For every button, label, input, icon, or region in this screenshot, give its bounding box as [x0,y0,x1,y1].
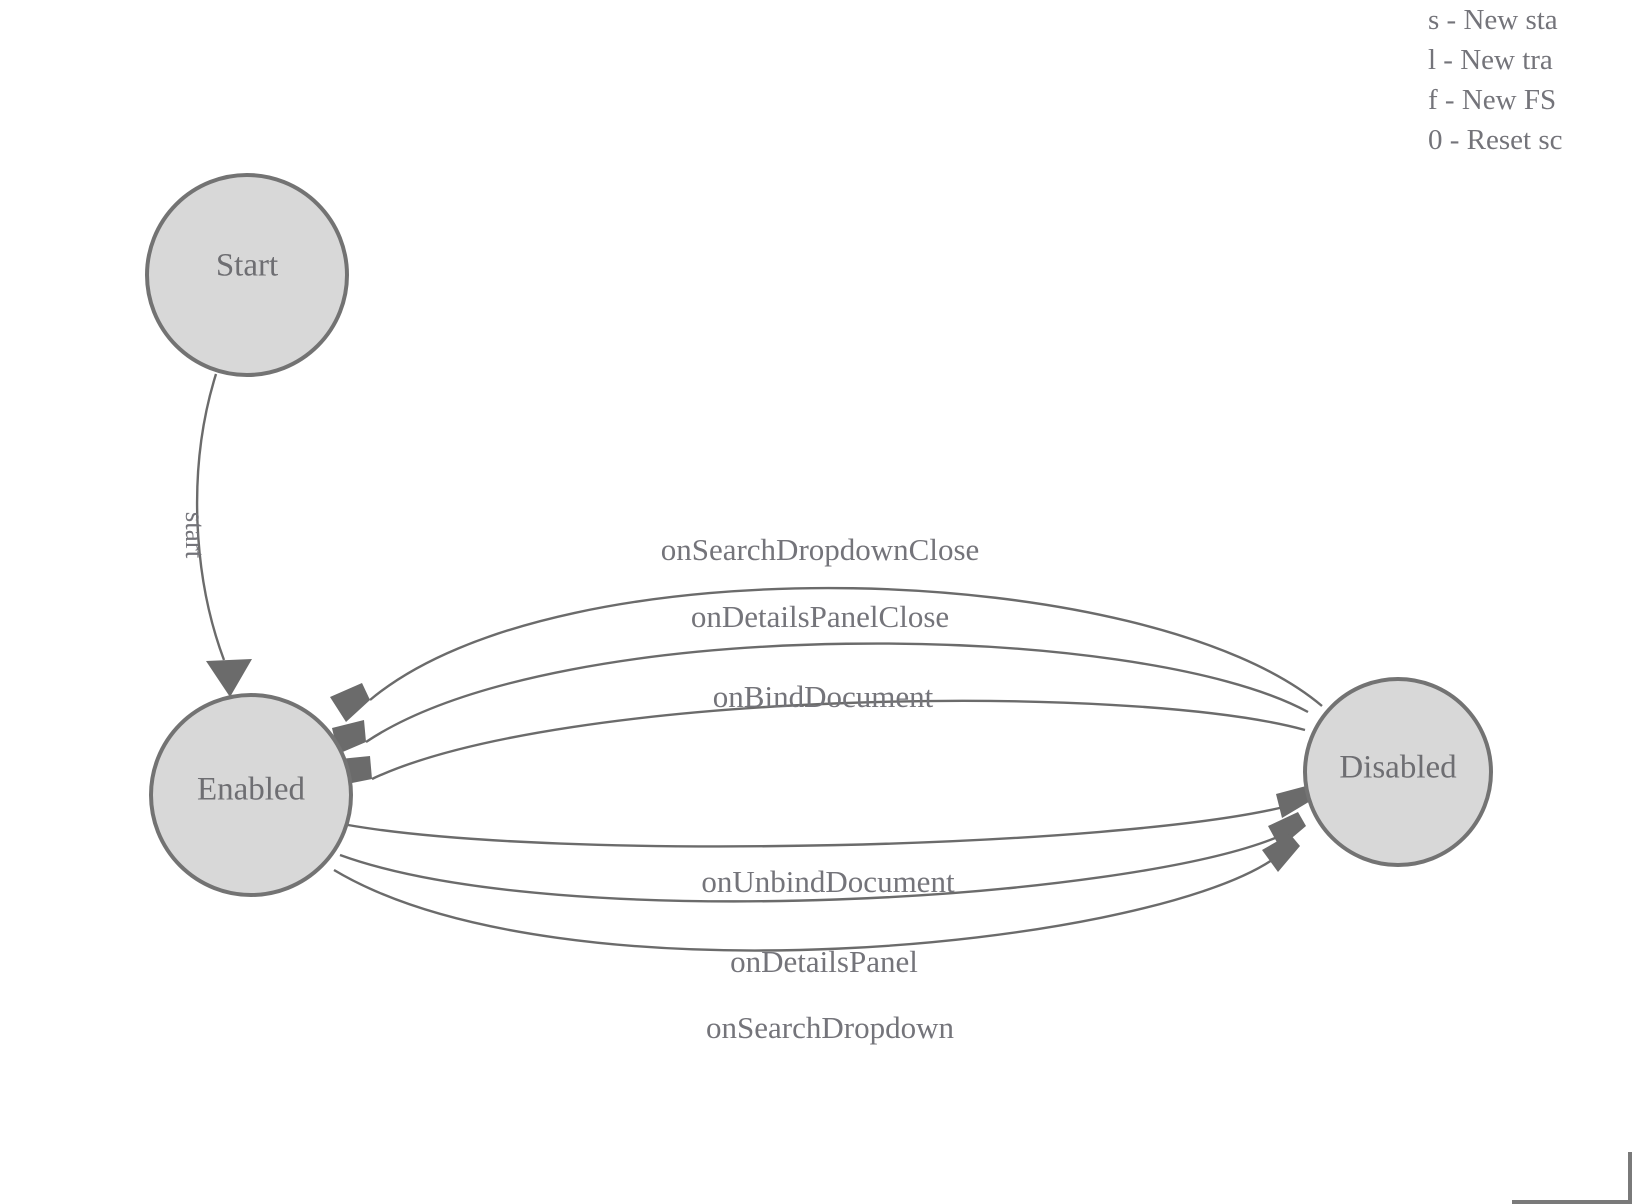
edge-path [333,859,1273,952]
transition-onSearchDropdownClose[interactable] [330,586,1323,722]
edge-label-onBindDocument: onBindDocument [713,679,934,714]
edge-label-start: start [180,512,210,559]
node-disabled[interactable]: Disabled [1303,677,1493,867]
legend-line-new-state: s - New sta [1428,4,1558,36]
node-start[interactable]: Start [145,173,349,377]
edge-path [369,586,1323,707]
edge-path [347,804,1289,848]
legend-line-new-transition: l - New tra [1428,44,1553,76]
node-label-disabled: Disabled [1339,750,1457,786]
arrowhead-icon [1276,786,1312,818]
edge-label-onSearchDropdownClose: onSearchDropdownClose [661,532,980,567]
transition-onUnbindDocument[interactable] [347,786,1312,848]
arrowhead-icon [1262,834,1300,872]
node-circle [145,173,349,377]
panel-corner-frame [1512,1152,1632,1204]
transition-onDetailsPanel[interactable] [339,812,1306,903]
legend-line-reset-scene: 0 - Reset sc [1428,124,1563,156]
node-label-enabled: Enabled [197,772,306,808]
keyboard-help-legend: s - New sta l - New tra f - New FS 0 - R… [1428,0,1632,160]
edge-label-onDetailsPanelClose: onDetailsPanelClose [691,599,949,634]
transition-onSearchDropdown[interactable] [333,834,1300,952]
edge-label-onUnbindDocument: onUnbindDocument [701,864,955,899]
node-enabled[interactable]: Enabled [149,693,353,897]
node-circle [1303,677,1493,867]
node-label-start: Start [216,248,278,284]
edge-label-onSearchDropdown: onSearchDropdown [706,1010,954,1045]
edge-path [365,642,1309,743]
node-circle [149,693,353,897]
arrowhead-icon [206,659,252,697]
edge-path [195,373,226,661]
edge-path [371,699,1306,781]
edge-label-onDetailsPanel: onDetailsPanel [730,944,918,979]
legend-line-new-fsm: f - New FS [1428,84,1557,116]
edge-path [339,834,1281,903]
transition-onDetailsPanelClose[interactable] [332,642,1309,754]
arrowhead-icon [330,683,370,722]
arrowhead-icon [332,720,366,754]
arrowhead-icon [1268,812,1306,848]
transition-start[interactable] [195,373,252,697]
